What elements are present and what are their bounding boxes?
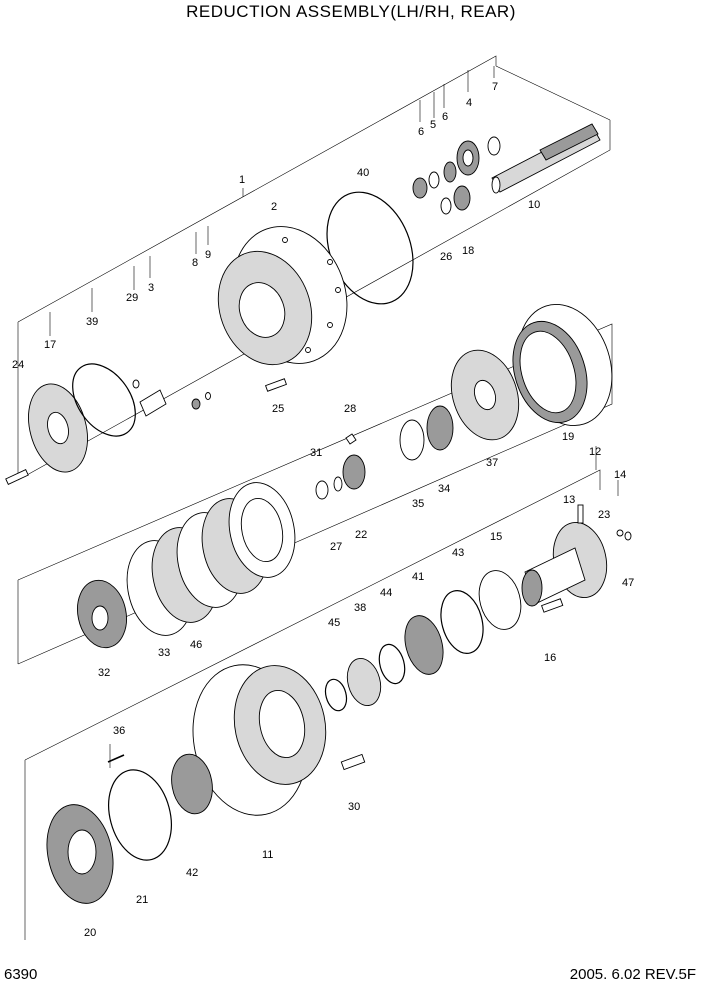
washer-31 xyxy=(315,480,329,500)
callout-13: 13 xyxy=(563,494,575,506)
callout-8: 8 xyxy=(192,257,198,269)
callout-24: 24 xyxy=(12,359,24,371)
callout-36: 36 xyxy=(113,725,125,737)
o-ring-44 xyxy=(378,643,406,685)
disc-37 xyxy=(450,349,520,441)
callout-12: 12 xyxy=(589,446,601,458)
callout-33: 33 xyxy=(158,647,170,659)
snap-ring-21 xyxy=(108,769,172,861)
callout-37: 37 xyxy=(486,457,498,469)
callout-35: 35 xyxy=(412,498,424,510)
callout-5: 5 xyxy=(430,119,436,131)
callout-42: 42 xyxy=(186,867,198,879)
callout-27: 27 xyxy=(330,541,342,553)
seal-35 xyxy=(399,419,425,461)
callout-10: 10 xyxy=(528,199,540,211)
callout-46: 46 xyxy=(190,639,202,651)
callout-20: 20 xyxy=(84,927,96,939)
callout-17: 17 xyxy=(44,339,56,351)
callout-40: 40 xyxy=(357,167,369,179)
seal-15 xyxy=(478,570,522,630)
bearing-42 xyxy=(171,753,213,815)
callout-16: 16 xyxy=(544,652,556,664)
ring-gear-19 xyxy=(512,303,613,427)
callout-26: 26 xyxy=(440,251,452,263)
o-ring-39 xyxy=(72,363,136,437)
callout-6b: 6 xyxy=(442,111,448,123)
callout-21: 21 xyxy=(136,894,148,906)
brake-disc-17 xyxy=(28,383,88,473)
callout-44: 44 xyxy=(380,587,392,599)
callout-11: 11 xyxy=(262,849,273,861)
callout-41: 41 xyxy=(412,571,424,583)
callout-9: 9 xyxy=(205,249,211,261)
callout-47: 47 xyxy=(622,577,634,589)
page-code: 6390 xyxy=(4,966,38,983)
sun-gear-parts xyxy=(412,136,501,215)
callout-30: 30 xyxy=(348,801,360,813)
callout-39: 39 xyxy=(86,316,98,328)
revision-date: 2005. 6.02 REV.5F xyxy=(569,966,696,983)
callout-29: 29 xyxy=(126,292,138,304)
output-flange-12 xyxy=(521,521,608,607)
ring-43 xyxy=(440,590,484,654)
clutch-pack-33-46 xyxy=(126,482,296,636)
gear-32 xyxy=(77,579,127,649)
callout-22: 22 xyxy=(355,529,367,541)
callout-31: 31 xyxy=(310,447,322,459)
o-ring-45 xyxy=(324,678,348,712)
callout-34: 34 xyxy=(438,483,450,495)
seal-38 xyxy=(346,658,382,706)
callout-14: 14 xyxy=(614,469,626,481)
callout-2: 2 xyxy=(271,201,277,213)
hub-housing-11 xyxy=(192,664,327,816)
callout-28: 28 xyxy=(344,403,356,415)
pin-36 xyxy=(107,754,125,763)
pin-28 xyxy=(345,433,357,445)
ring-27 xyxy=(333,476,343,492)
callout-15: 15 xyxy=(490,531,502,543)
flange-hardware xyxy=(541,504,632,613)
input-shaft-10 xyxy=(491,123,601,194)
callout-23: 23 xyxy=(598,509,610,521)
callout-25: 25 xyxy=(272,403,284,415)
callout-3: 3 xyxy=(148,282,154,294)
bearing-41 xyxy=(404,615,444,675)
callout-19: 19 xyxy=(562,431,574,443)
callout-43: 43 xyxy=(452,547,464,559)
callout-4: 4 xyxy=(466,97,472,109)
callout-1: 1 xyxy=(239,174,245,186)
gear-20 xyxy=(46,804,114,904)
callout-18: 18 xyxy=(462,245,474,257)
frame-lines xyxy=(17,55,619,940)
bolt-30 xyxy=(340,753,366,771)
callout-45: 45 xyxy=(328,617,340,629)
bearing-34 xyxy=(426,405,454,451)
callout-7: 7 xyxy=(492,81,498,93)
callout-32: 32 xyxy=(98,667,110,679)
callout-38: 38 xyxy=(354,602,366,614)
planet-carrier-2 xyxy=(217,226,348,366)
bearing-22 xyxy=(342,454,366,490)
small-hardware xyxy=(5,378,287,485)
callout-6a: 6 xyxy=(418,126,424,138)
callout-labels: 1 2 3 4 5 6 6 7 8 9 10 11 12 13 14 15 16… xyxy=(12,81,634,939)
diagram-title: REDUCTION ASSEMBLY(LH/RH, REAR) xyxy=(186,2,516,21)
